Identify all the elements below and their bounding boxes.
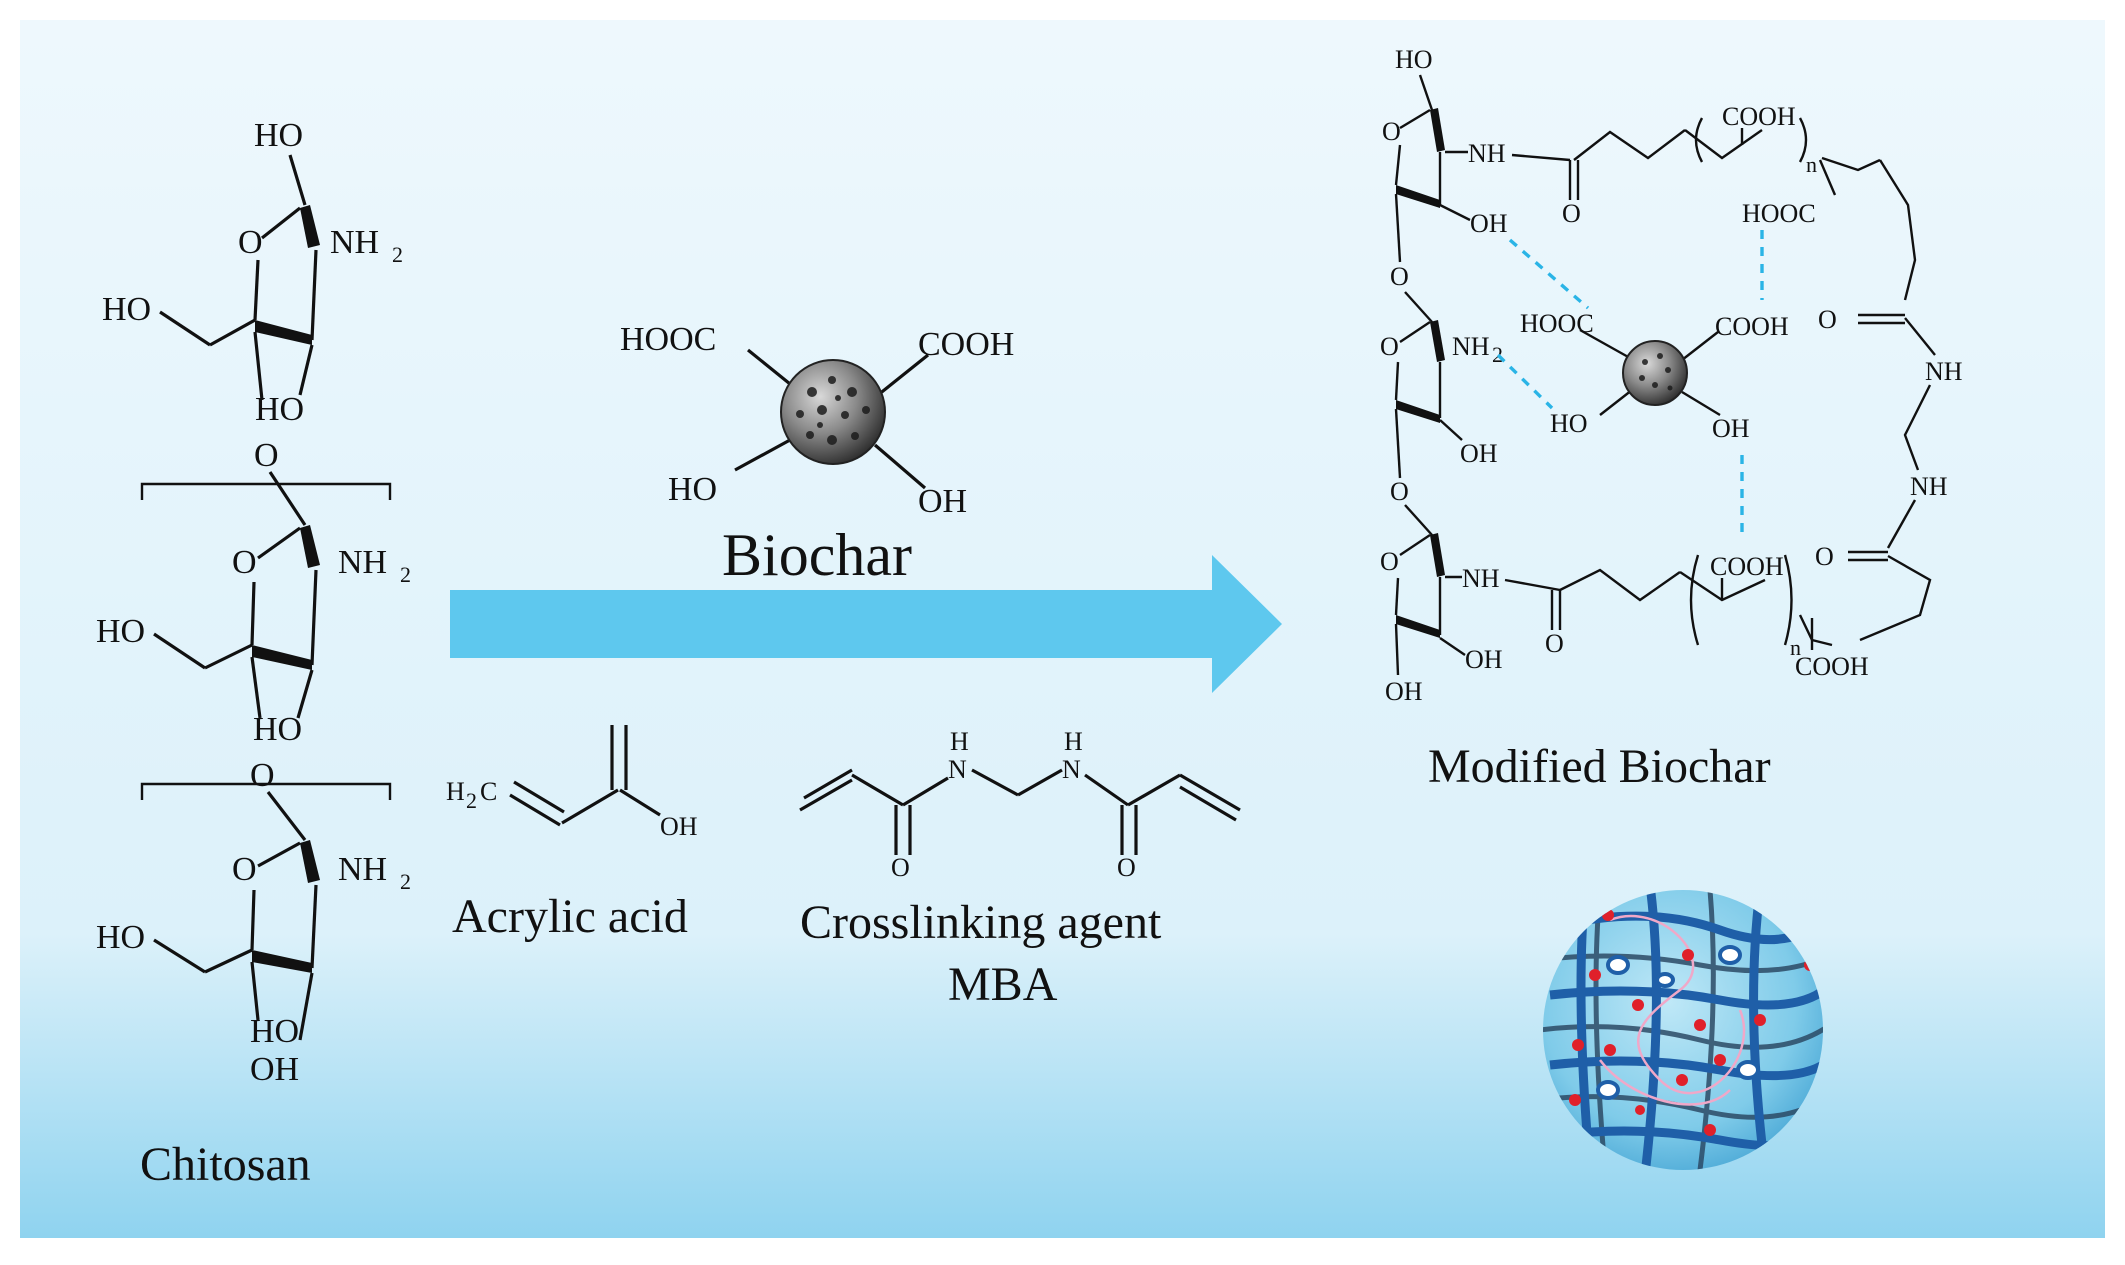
chem-O: O [1382, 117, 1401, 146]
chem-OH: OH [660, 812, 698, 841]
repeat-bracket [140, 782, 392, 800]
chem-COOH: COOH [1715, 312, 1789, 341]
chem-HO: HO [102, 291, 151, 328]
chem-COOH: COOH [1795, 652, 1869, 681]
chem-OH: OH [1712, 414, 1750, 443]
chem-O: O [232, 544, 257, 581]
chem-O: O [1117, 853, 1136, 882]
chem-NH2: NH [330, 224, 379, 261]
chem-n: n [1790, 635, 1801, 660]
hydrogel-network-icon [1543, 890, 1823, 1170]
chem-H: H [446, 777, 465, 806]
chem-H: H [1064, 727, 1083, 756]
chem-NH2: NH [338, 544, 387, 581]
chem-O: O [1380, 547, 1399, 576]
chem-H: H [950, 727, 969, 756]
modified-biochar-structure: HO O NH OH O O NH 2 OH O O NH [1380, 45, 1963, 793]
acrylic-acid-label: Acrylic acid [452, 890, 688, 943]
chem-N: N [948, 755, 967, 784]
chitosan-unit-1: HO O NH 2 HO HO [102, 117, 403, 428]
hydrogen-bond [1496, 353, 1554, 410]
chem-NH2: NH [1452, 332, 1490, 361]
chem-OH: OH [918, 483, 967, 520]
chem-COOH: COOH [1710, 552, 1784, 581]
chem-HO: HO [253, 711, 302, 748]
reaction-arrow-icon [450, 555, 1282, 693]
biochar-structure: HOOC COOH HO OH Biochar [620, 321, 1014, 588]
chem-O: O [891, 853, 910, 882]
chem-OH: OH [1385, 677, 1423, 706]
chem-HO: HO [96, 613, 145, 650]
chem-O: O [232, 851, 257, 888]
chem-COOH: COOH [1722, 102, 1796, 131]
chem-HO: HO [1395, 45, 1433, 74]
chem-HO: HO [250, 1013, 299, 1050]
chem-C: C [480, 777, 497, 806]
biochar-particle-icon [1622, 340, 1688, 406]
chem-HO: HO [255, 391, 304, 428]
modified-biochar-label: Modified Biochar [1428, 740, 1771, 793]
chem-O-link: O [250, 757, 275, 794]
chem-HOOC: HOOC [1742, 199, 1816, 228]
chitosan-unit-3: O NH 2 HO HO OH [96, 791, 411, 1088]
chem-COOH: COOH [918, 326, 1014, 363]
chem-OH: OH [1460, 439, 1498, 468]
chem-O: O [1545, 629, 1564, 658]
crosslinker-label: Crosslinking agent [800, 896, 1162, 949]
chem-O: O [1380, 332, 1399, 361]
mba-structure: O H N H N O Crosslinking agent MBA [799, 727, 1241, 1011]
repeat-bracket [140, 482, 392, 500]
chem-O-link: O [1390, 477, 1409, 506]
biochar-particle-icon [780, 359, 886, 465]
chem-O: O [1815, 542, 1834, 571]
chem-subscript: 2 [466, 788, 477, 813]
chem-HOOC: HOOC [1520, 309, 1594, 338]
chem-NH2: NH [338, 851, 387, 888]
chitosan-unit-2: O NH 2 HO HO [96, 471, 411, 748]
chem-O: O [1562, 199, 1581, 228]
mba-label: MBA [948, 958, 1058, 1011]
chem-O: O [238, 224, 263, 261]
chem-NH: NH [1468, 139, 1506, 168]
biochar-label: Biochar [722, 522, 912, 588]
chem-OH: OH [1470, 209, 1508, 238]
chem-subscript: 2 [1492, 342, 1503, 367]
chem-N: N [1062, 755, 1081, 784]
chem-HO: HO [96, 919, 145, 956]
chem-subscript: 2 [400, 562, 411, 587]
hydrogen-bond [1508, 238, 1590, 310]
chem-HO: HO [668, 471, 717, 508]
chem-O-link: O [1390, 262, 1409, 291]
chem-subscript: 2 [392, 242, 403, 267]
acrylic-acid-structure: H 2 C OH Acrylic acid [446, 725, 698, 943]
chem-NH: NH [1910, 472, 1948, 501]
chem-HO: HO [254, 117, 303, 154]
chem-HO: HO [1550, 409, 1588, 438]
chem-NH: NH [1925, 357, 1963, 386]
chem-HOOC: HOOC [620, 321, 716, 358]
chem-O-link: O [254, 437, 279, 474]
chitosan-label: Chitosan [140, 1138, 311, 1191]
chem-O: O [1818, 305, 1837, 334]
chem-OH: OH [250, 1051, 299, 1088]
chem-subscript: 2 [400, 869, 411, 894]
chem-OH: OH [1465, 645, 1503, 674]
chem-NH: NH [1462, 564, 1500, 593]
chem-n: n [1806, 152, 1817, 177]
chitosan-structure: HO O NH 2 HO HO O O NH 2 [96, 117, 411, 1191]
